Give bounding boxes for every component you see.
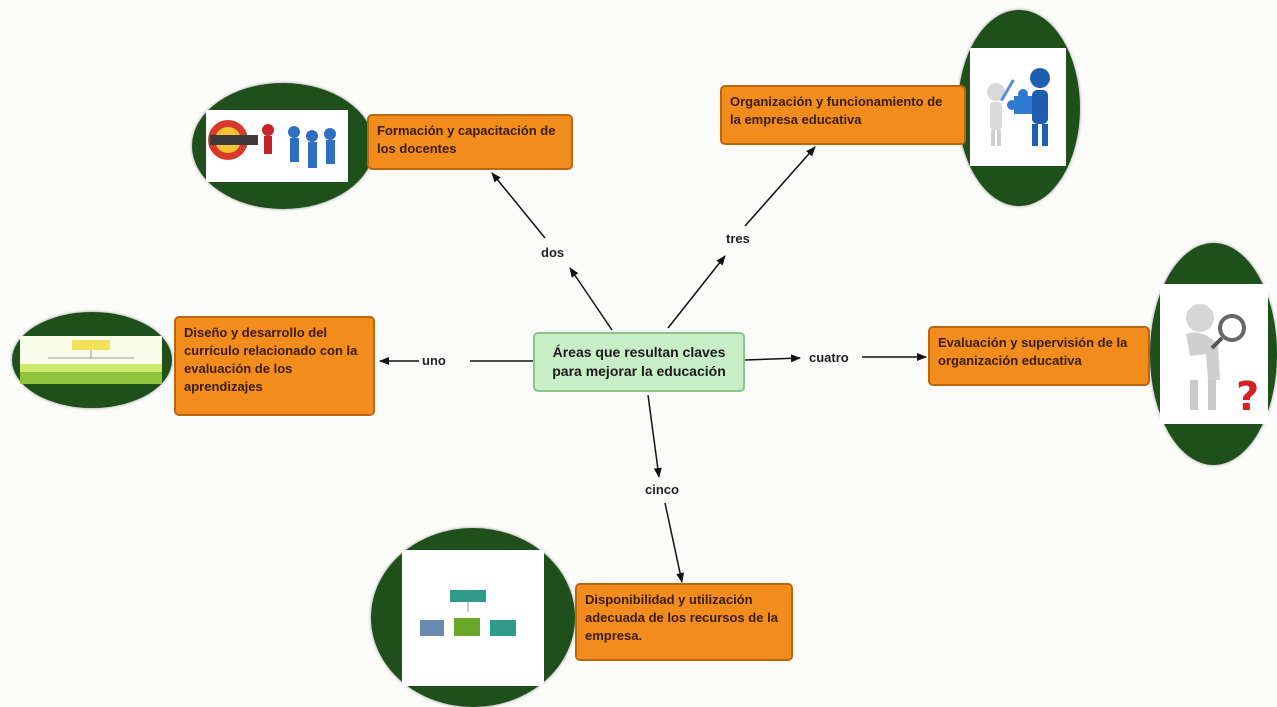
puzzle-figures-icon [970,48,1066,166]
area-text-cuatro: Evaluación y supervisión de la organizac… [938,335,1128,368]
area-box-tres: Organización y funcionamiento de la empr… [720,85,966,145]
connector-tres-a [667,255,726,329]
central-concept-text: Áreas que resultan claves para mejorar l… [552,344,726,379]
area-text-tres: Organización y funcionamiento de la empr… [730,94,943,127]
area-box-cuatro: Evaluación y supervisión de la organizac… [928,326,1150,386]
link-label-cinco: cinco [642,482,682,498]
area-text-cinco: Disponibilidad y utilización adecuada de… [585,592,778,643]
team-presentation-icon [206,110,348,182]
connector-dos-b [491,172,546,239]
area-box-uno: Diseño y desarrollo del currículo relaci… [174,316,375,416]
central-concept-box: Áreas que resultan claves para mejorar l… [533,332,745,392]
link-label-dos: dos [538,245,568,261]
connector-cinco-a [647,394,662,478]
link-label-cuatro: cuatro [806,350,852,366]
org-chart-thumbnail-icon [402,550,544,686]
area-box-cinco: Disponibilidad y utilización adecuada de… [575,583,793,661]
area-text-dos: Formación y capacitación de los docentes [377,123,556,156]
link-label-uno: uno [419,353,449,369]
svg-text:?: ? [1236,374,1259,420]
connector-dos-a [569,267,613,331]
flowchart-thumbnail-icon [20,336,162,384]
connector-tres-b [744,146,816,227]
magnifier-question-icon: ? [1160,284,1268,424]
link-label-tres: tres [723,231,753,247]
area-box-dos: Formación y capacitación de los docentes [367,114,573,170]
connector-cinco-b [664,502,685,583]
area-text-uno: Diseño y desarrollo del currículo relaci… [184,325,358,394]
connector-cuatro-a [744,354,801,363]
